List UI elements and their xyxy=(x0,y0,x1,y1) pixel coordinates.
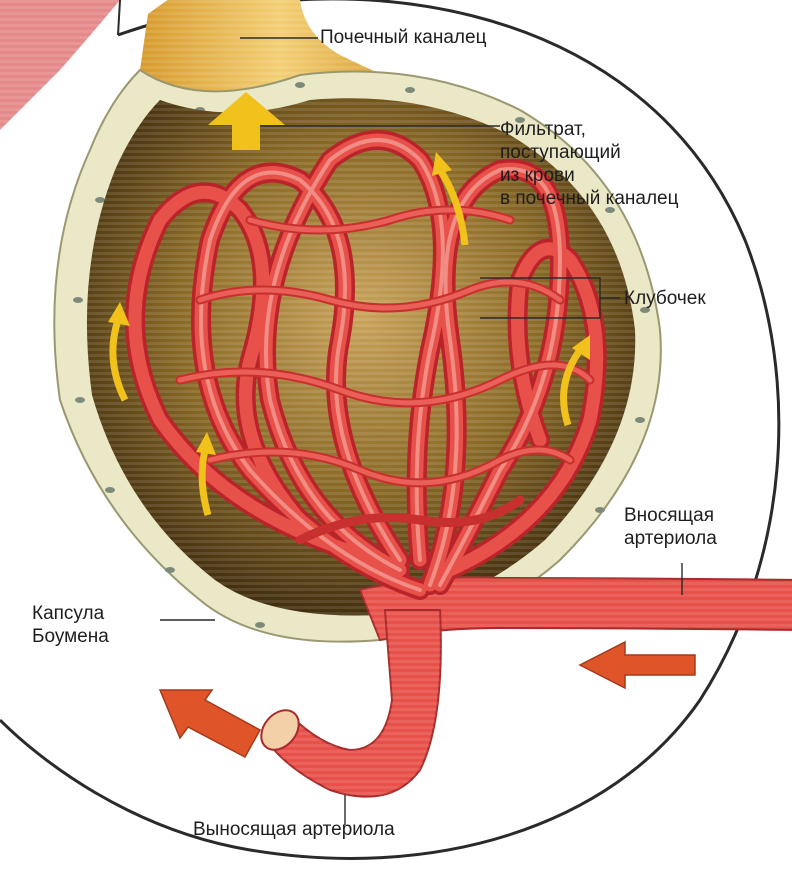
filtrate-label: Фильтрат, поступающий из крови в почечны… xyxy=(500,118,678,210)
filtrate-line-4: в почечный каналец xyxy=(500,187,678,210)
capsule-line-2: Боумена xyxy=(32,625,109,648)
tubule-label: Почечный каналец xyxy=(320,26,486,49)
filtrate-line-3: из крови xyxy=(500,164,678,187)
afferent-line-1: Вносящая xyxy=(624,504,717,527)
efferent-label: Выносящая артериола xyxy=(193,818,395,841)
capsule-line-1: Капсула xyxy=(32,602,109,625)
afferent-line-2: артериола xyxy=(624,527,717,550)
capsule-label: Капсула Боумена xyxy=(32,602,109,648)
filtrate-line-1: Фильтрат, xyxy=(500,118,678,141)
glomerulus-label: Клубочек xyxy=(624,287,706,310)
afferent-label: Вносящая артериола xyxy=(624,504,717,550)
filtrate-line-2: поступающий xyxy=(500,141,678,164)
